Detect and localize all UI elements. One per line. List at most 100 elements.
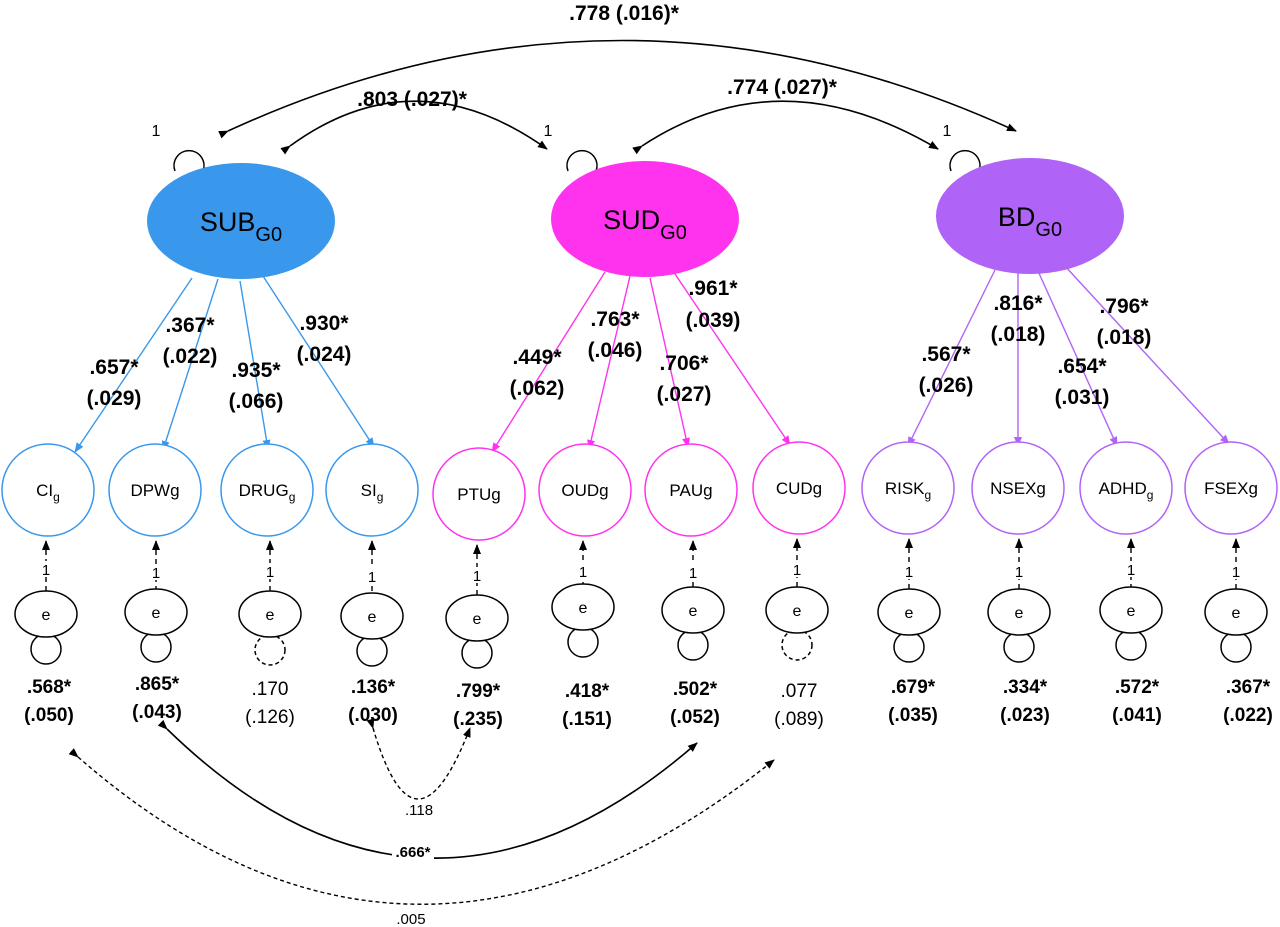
svg-text:(.027): (.027)	[657, 383, 712, 406]
svg-text:e: e	[152, 605, 161, 622]
resid-label-oudg: .418* (.151)	[562, 681, 612, 730]
loading-label-fsex: .796* (.018)	[1097, 295, 1152, 349]
resid-label-ptug: .799* (.235)	[453, 681, 503, 730]
error-term-dpwg: 1 e	[124, 540, 188, 663]
svg-text:(.041): (.041)	[1112, 705, 1162, 726]
svg-text:.763*: .763*	[590, 308, 640, 331]
svg-text:(.050): (.050)	[24, 705, 74, 726]
svg-text:.449*: .449*	[512, 346, 562, 369]
indicator-ptug: PTUg	[432, 447, 526, 541]
svg-text:OUDg: OUDg	[561, 481, 608, 500]
loading-path-dpw	[161, 278, 219, 451]
svg-text:.568*: .568*	[27, 677, 72, 698]
svg-text:.865*: .865*	[135, 674, 180, 695]
resid-label-fsexg: .367* (.022)	[1223, 677, 1273, 726]
error-term-fsexg: 1 e	[1204, 538, 1268, 663]
svg-text:FSEXg: FSEXg	[1204, 479, 1258, 498]
svg-text:1: 1	[152, 565, 160, 582]
indicator-fsexg: FSEXg	[1184, 441, 1278, 535]
svg-text:.077: .077	[781, 681, 818, 702]
svg-text:.136*: .136*	[351, 677, 396, 698]
svg-text:e: e	[42, 607, 51, 624]
svg-text:.567*: .567*	[921, 343, 971, 366]
loading-path-adhd	[1037, 270, 1118, 447]
factor-bd	[936, 158, 1124, 274]
indicator-risk: RISKg	[861, 441, 955, 535]
svg-text:PTUg: PTUg	[457, 485, 500, 504]
svg-text:(.029): (.029)	[87, 387, 142, 410]
indicator-nsexg: NSEXg	[971, 441, 1065, 535]
indicator-dpwg: DPWg	[108, 443, 202, 537]
svg-text:1: 1	[1015, 564, 1023, 581]
svg-text:RISKg: RISKg	[885, 479, 931, 502]
error-term-risk: 1 e	[877, 538, 941, 663]
svg-text:DRUGg: DRUGg	[239, 481, 296, 504]
svg-text:.572*: .572*	[1115, 677, 1160, 698]
svg-text:(.151): (.151)	[562, 709, 612, 730]
error-term-nsexg: 1 e	[987, 538, 1051, 663]
svg-text:(.022): (.022)	[163, 345, 218, 368]
svg-text:1: 1	[1127, 562, 1135, 579]
loading-label-risk: .567* (.026)	[919, 343, 974, 397]
svg-text:DPWg: DPWg	[130, 481, 179, 500]
loading-path-risk	[907, 269, 996, 447]
corr-label-sub-sud: .803 (.027)*	[357, 88, 468, 111]
loading-label-adhd: .654* (.031)	[1055, 355, 1110, 409]
resid-label-si: .136* (.030)	[348, 677, 398, 726]
factor-label-sub: SUBG0	[200, 207, 282, 246]
error-term-drug: 1 e	[238, 540, 302, 666]
resid-corr-label-ci-cud: .005	[396, 911, 425, 927]
loading-path-ptu	[491, 271, 606, 453]
svg-text:(.043): (.043)	[132, 702, 182, 723]
svg-text:.799*: .799*	[456, 681, 501, 702]
resid-label-risk: .679* (.035)	[888, 677, 938, 726]
svg-text:1: 1	[1232, 564, 1240, 581]
svg-text:.654*: .654*	[1057, 355, 1107, 378]
indicator-ci: CIg	[1, 443, 95, 537]
error-term-si: 1 e	[340, 540, 404, 667]
resid-corr-label-si-ptu: .118	[405, 802, 433, 819]
error-term-oudg: 1 e	[551, 540, 615, 658]
svg-text:1: 1	[689, 565, 697, 582]
error-term-adhd: 1 e	[1099, 538, 1163, 661]
svg-text:e: e	[368, 609, 377, 626]
svg-text:1: 1	[905, 564, 913, 581]
svg-text:SIg: SIg	[361, 481, 384, 504]
loading-path-drug	[239, 280, 271, 450]
variance-loop-sud	[566, 149, 598, 172]
svg-text:(.030): (.030)	[348, 705, 398, 726]
resid-corr-arc-si-ptu	[366, 718, 471, 800]
svg-text:.930*: .930*	[299, 312, 349, 335]
resid-label-drug: .170 (.126)	[245, 679, 295, 728]
svg-text:1: 1	[579, 564, 587, 581]
svg-text:.418*: .418*	[565, 681, 610, 702]
loading-path-oud	[587, 275, 631, 450]
svg-text:.367*: .367*	[1226, 677, 1271, 698]
loading-label-ci: .657* (.029)	[87, 356, 142, 410]
factor-sub	[147, 163, 335, 279]
svg-text:(.022): (.022)	[1223, 705, 1273, 726]
variance-label-sud: 1	[544, 123, 553, 140]
resid-label-adhd: .572* (.041)	[1112, 677, 1162, 726]
loading-path-ci	[74, 277, 193, 453]
corr-label-sub-bd: .778 (.016)*	[569, 2, 680, 25]
svg-text:1: 1	[368, 569, 376, 586]
loading-label-drug: .935* (.066)	[229, 359, 284, 413]
svg-text:PAUg: PAUg	[669, 481, 712, 500]
svg-text:CUDg: CUDg	[776, 479, 822, 498]
svg-text:.706*: .706*	[659, 352, 709, 375]
svg-text:.657*: .657*	[89, 356, 139, 379]
svg-text:(.062): (.062)	[510, 377, 565, 400]
svg-text:.367*: .367*	[165, 314, 215, 337]
corr-arc-sub-bd	[218, 39, 1017, 139]
indicator-adhd: ADHDg	[1079, 441, 1173, 535]
loading-label-si: .930* (.024)	[297, 312, 352, 366]
resid-label-nsexg: .334* (.023)	[1000, 677, 1050, 726]
factor-label-bd: BDG0	[998, 202, 1062, 241]
svg-text:(.018): (.018)	[1097, 326, 1152, 349]
svg-text:NSEXg: NSEXg	[990, 479, 1046, 498]
variance-label-sub: 1	[152, 123, 161, 140]
svg-text:e: e	[689, 603, 698, 620]
resid-label-ci: .568* (.050)	[24, 677, 74, 726]
